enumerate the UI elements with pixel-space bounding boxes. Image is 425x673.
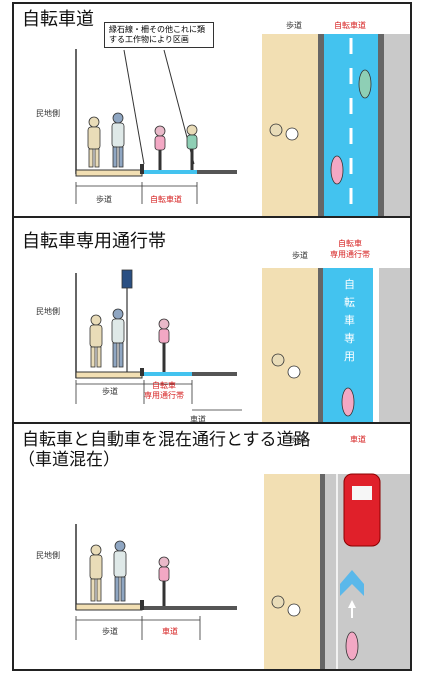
panel-title: 自転車道 (22, 9, 94, 30)
bottom-label-road: 車道 (190, 415, 206, 424)
bottom-label-lane-line2: 専用通行帯 (144, 391, 184, 400)
road-marking-char: 転 (344, 296, 355, 309)
cross-section-illustration (75, 524, 237, 640)
panel-bicycle-track: 自転車道 縁石線・柵その他これに類する工作物により区画 民地側 (12, 2, 412, 218)
panel-bicycle-lane: 自転車専用通行帯 民地側 (12, 216, 412, 424)
side-label: 民地側 (36, 307, 60, 316)
bottom-label-sidewalk: 歩道 (102, 627, 118, 636)
bottom-label-lane-line1: 自転車 (152, 381, 176, 390)
plan-label-sidewalk: 歩道 (290, 435, 306, 444)
panel-subtitle: （車道混在） (18, 450, 120, 470)
bottom-label-road: 車道 (162, 627, 178, 636)
bottom-label-bike-track: 自転車道 (150, 195, 182, 204)
side-label: 民地側 (36, 551, 60, 560)
plan-label-road: 車道 (350, 435, 366, 444)
cross-section-illustration (75, 269, 242, 411)
plan-view-illustration (264, 473, 410, 669)
road-marking-char: 用 (344, 350, 355, 363)
bottom-label-sidewalk: 歩道 (102, 387, 118, 396)
road-marking-char: 車 (344, 314, 355, 327)
separation-note: 縁石線・柵その他これに類する工作物により区画 (104, 22, 214, 48)
plan-view-illustration (262, 34, 410, 216)
panel-mixed-traffic-road: 自転車と自動車を混在通行とする道路 （車道混在） 民地側 (12, 422, 412, 671)
cross-section-illustration (75, 49, 237, 204)
road-marking-char: 自 (344, 278, 355, 291)
panel-title: 自転車と自動車を混在通行とする道路 (22, 430, 311, 450)
panel-title: 自転車専用通行帯 (22, 231, 166, 252)
road-marking-char: 専 (344, 332, 355, 345)
bottom-label-sidewalk: 歩道 (96, 195, 112, 204)
side-label: 民地側 (36, 109, 60, 118)
plan-label-sidewalk: 歩道 (292, 251, 308, 260)
plan-label-lane-line1: 自転車 (338, 239, 362, 248)
plan-label-lane-line2: 専用通行帯 (330, 250, 370, 259)
plan-label-bike-track: 自転車道 (334, 21, 366, 30)
plan-label-sidewalk: 歩道 (286, 21, 302, 30)
plan-view-illustration (262, 268, 410, 422)
